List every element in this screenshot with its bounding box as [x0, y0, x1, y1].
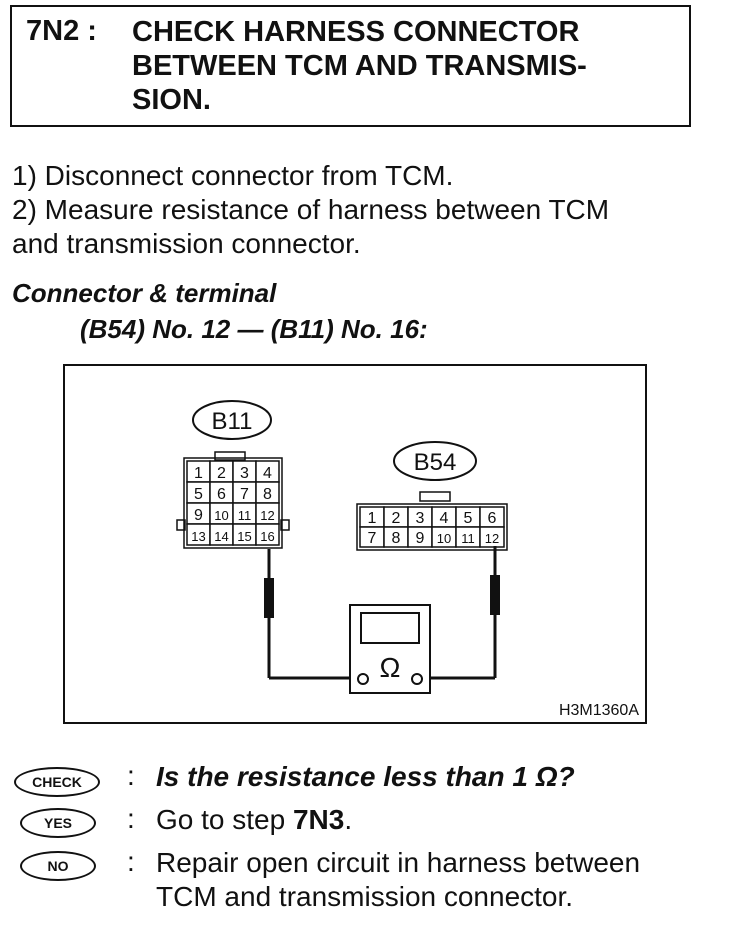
check-badge: CHECK	[14, 767, 100, 797]
b11-pin-number: 5	[194, 486, 203, 503]
b11-pin-number: 14	[214, 529, 228, 544]
b11-label: B11	[212, 408, 253, 435]
b11-pin-number: 13	[191, 529, 205, 544]
b54-latch	[419, 491, 451, 502]
connector-spec: (B54) No. 12 — (B11) No. 16:	[80, 314, 428, 344]
b11-latch	[214, 451, 246, 461]
b54-pin-number: 10	[437, 531, 451, 546]
yes-colon: :	[127, 803, 135, 834]
b11-side-tab-right	[280, 519, 290, 531]
b11-pin-number: 4	[263, 465, 272, 482]
check-question: Is the resistance less than 1 Ω?	[156, 761, 575, 792]
ohm-symbol: Ω	[380, 652, 401, 683]
yes-answer-step: 7N3	[292, 804, 345, 835]
b54-pin-number: 2	[392, 510, 401, 527]
yes-badge: YES	[20, 808, 96, 838]
step-title-line: CHECK HARNESS CONNECTOR	[132, 16, 580, 48]
connector-title: Connector & terminal	[12, 278, 277, 308]
step-code: 7N2 :	[26, 15, 97, 47]
b11-pin-number: 8	[263, 486, 272, 503]
b54-pin-cell	[479, 526, 505, 548]
b54-pin-number: 5	[464, 510, 473, 527]
step-title-line: BETWEEN TCM AND TRANSMIS-	[132, 50, 587, 82]
b54-outline	[356, 503, 508, 551]
check-colon: :	[127, 760, 135, 791]
b11-pin-number: 2	[217, 465, 226, 482]
no-answer-line: TCM and transmission connector.	[156, 881, 574, 912]
no-colon: :	[127, 846, 135, 877]
figure-code: H3M1360A	[559, 702, 639, 719]
b11-pin-number: 16	[260, 529, 274, 544]
b11-pin-cell	[255, 523, 280, 546]
b54-pin-number: 12	[485, 531, 499, 546]
ohmmeter-terminal-left	[357, 673, 369, 685]
b54-label: B54	[414, 449, 457, 476]
ohmmeter-display	[360, 612, 420, 644]
instruction-step-2-cont: and transmission connector.	[12, 228, 361, 259]
probe-tip-b11	[264, 578, 274, 618]
b54-pin-number: 8	[392, 530, 401, 547]
no-badge: NO	[20, 851, 96, 881]
b11-pin-number: 9	[194, 507, 203, 524]
instruction-step-2: 2) Measure resistance of harness between…	[12, 194, 610, 225]
b11-pin-number: 6	[217, 486, 226, 503]
yes-answer-text: Go to step	[156, 804, 293, 835]
ohmmeter-terminal-right	[411, 673, 423, 685]
b54-pin-number: 7	[368, 530, 377, 547]
no-answer: Repair open circuit in harness between T…	[156, 846, 640, 914]
yes-answer: Go to step 7N3.	[156, 803, 352, 837]
step-header-box: 7N2 : CHECK HARNESS CONNECTOR BETWEEN TC…	[10, 5, 691, 127]
step-title-line: SION.	[132, 84, 211, 116]
b11-outline	[183, 457, 283, 549]
b11-pin-number: 12	[260, 508, 274, 523]
instruction-step-1: 1) Disconnect connector from TCM.	[12, 160, 454, 191]
b11-pin-number: 10	[214, 508, 228, 523]
b54-pin-number: 1	[368, 510, 377, 527]
b54-pin-number: 6	[488, 510, 497, 527]
b11-label-bubble	[192, 400, 272, 440]
step-title: CHECK HARNESS CONNECTOR BETWEEN TCM AND …	[132, 15, 587, 117]
b54-label-bubble	[393, 441, 477, 481]
b54-pin-number: 11	[461, 531, 475, 546]
b11-pin-number: 1	[194, 465, 203, 482]
b11-pin-number: 11	[238, 508, 252, 523]
probe-tip-b54	[490, 575, 500, 615]
b54-pin-number: 3	[416, 510, 425, 527]
yes-answer-suffix: .	[344, 804, 353, 835]
b11-pin-number: 3	[240, 465, 249, 482]
no-answer-line: Repair open circuit in harness between	[156, 847, 641, 878]
b11-side-tab-left	[176, 519, 186, 531]
b11-pin-number: 7	[240, 486, 249, 503]
b54-pin-number: 9	[416, 530, 425, 547]
b54-pin-number: 4	[440, 510, 449, 527]
b11-pin-number: 15	[237, 529, 251, 544]
